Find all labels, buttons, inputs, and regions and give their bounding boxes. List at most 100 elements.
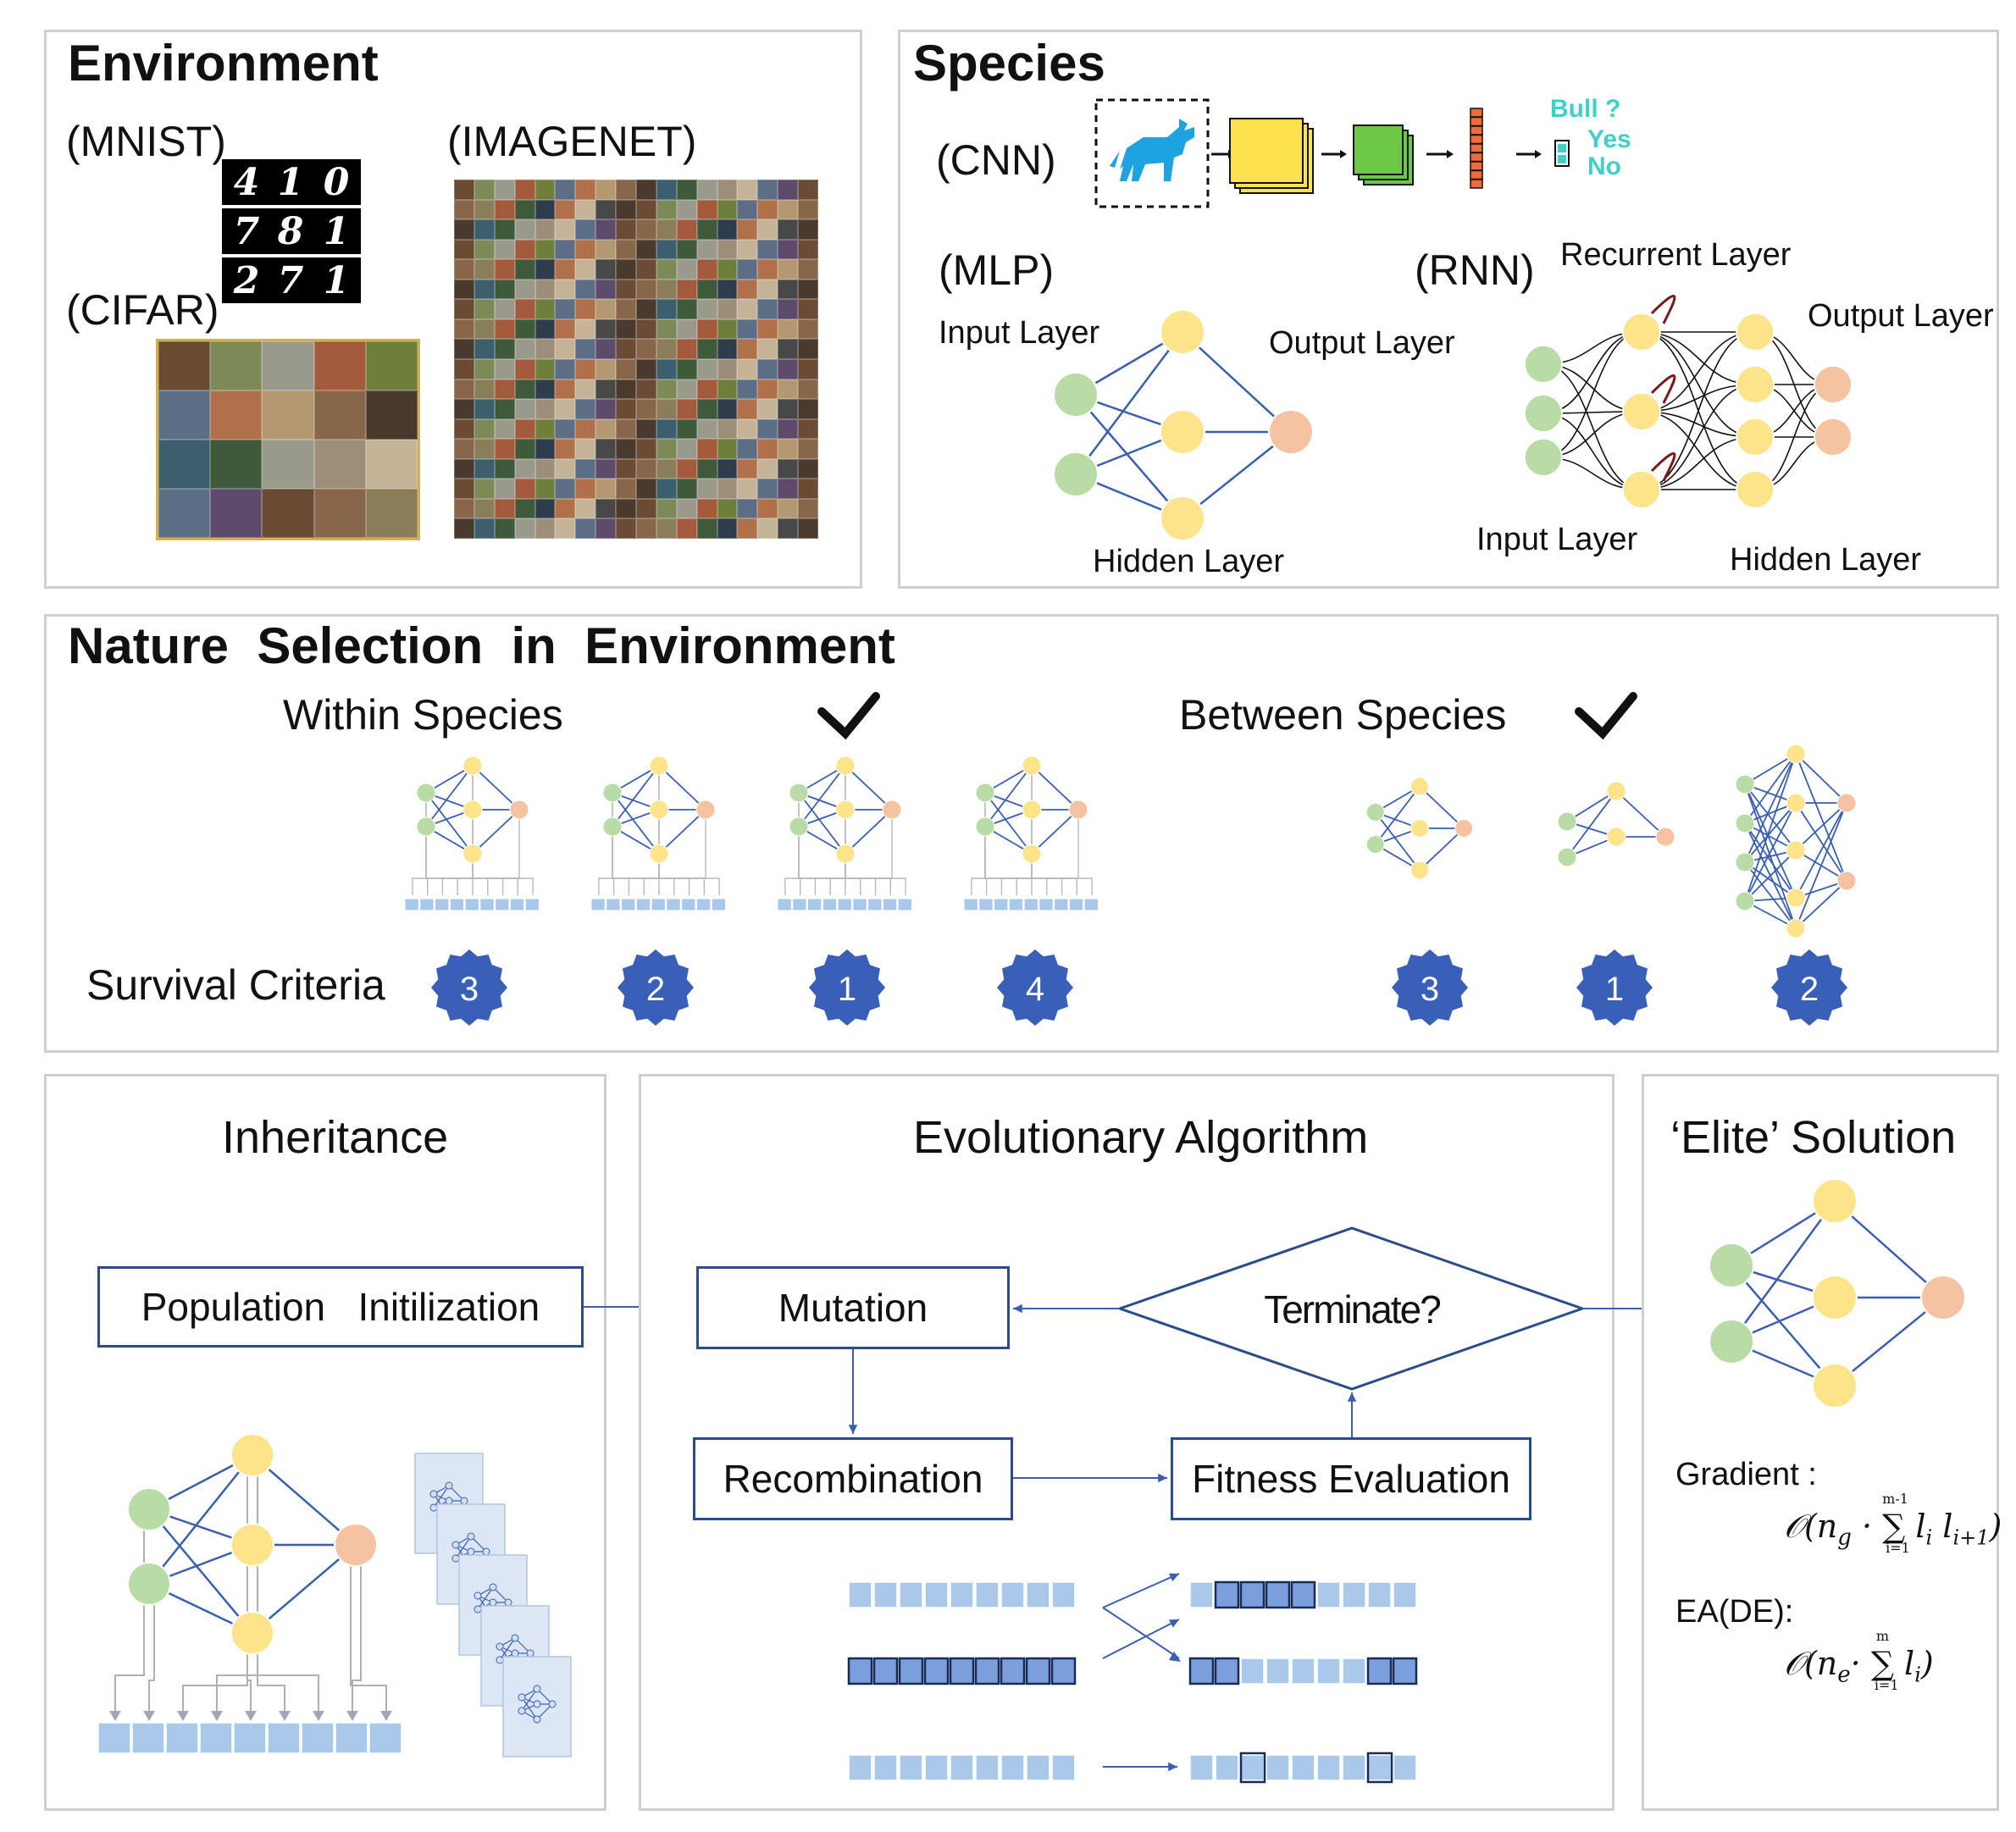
neuron-node xyxy=(1159,495,1206,542)
photo-thumbnail xyxy=(575,479,596,499)
photo-thumbnail xyxy=(534,479,556,499)
weight-cell xyxy=(404,898,419,911)
mnist-digit: 7 xyxy=(222,208,271,254)
neuron-node xyxy=(511,1634,519,1642)
photo-thumbnail xyxy=(778,498,799,519)
photo-thumbnail xyxy=(737,498,758,519)
gene-cell xyxy=(898,1657,924,1685)
photo-thumbnail xyxy=(616,498,636,519)
connection-line xyxy=(521,1696,538,1720)
photo-thumbnail xyxy=(676,299,697,319)
photo-thumbnail xyxy=(656,399,677,419)
neuron-node xyxy=(1524,345,1563,384)
weight-cell xyxy=(807,898,822,911)
gene-cell xyxy=(1026,1581,1050,1608)
connection-line xyxy=(1102,1573,1180,1608)
photo-thumbnail xyxy=(778,518,799,539)
mnist-label: (MNIST) xyxy=(66,118,226,165)
rank-badge xyxy=(1771,949,1847,1026)
photo-thumbnail xyxy=(555,358,576,379)
neuron-node xyxy=(1557,811,1577,832)
gene-cell xyxy=(1316,1581,1341,1608)
photo-thumbnail xyxy=(534,439,556,459)
neuron-node xyxy=(602,816,623,837)
environment-title: Environment xyxy=(68,35,379,91)
photo-thumbnail xyxy=(778,279,799,300)
mnist-digit: 4 xyxy=(222,159,271,205)
photo-thumbnail xyxy=(494,199,515,220)
photo-thumbnail xyxy=(454,418,474,440)
weight-cell xyxy=(606,898,621,911)
rnn-label: (RNN) xyxy=(1415,246,1535,294)
connection-line xyxy=(612,765,660,827)
mlp-label: (MLP) xyxy=(939,246,1055,294)
photo-thumbnail xyxy=(798,339,818,359)
photo-thumbnail xyxy=(454,339,474,359)
rank-badge xyxy=(618,949,694,1026)
weight-cell xyxy=(897,898,912,911)
photo-thumbnail xyxy=(474,458,495,479)
photo-thumbnail xyxy=(555,318,576,340)
connection-line xyxy=(1834,1297,1944,1386)
photo-thumbnail xyxy=(778,418,799,440)
neuron-node xyxy=(835,755,856,776)
mutated-gene xyxy=(1366,1752,1393,1784)
arrow-head xyxy=(211,1711,223,1721)
photo-thumbnail xyxy=(798,279,818,300)
photo-thumbnail xyxy=(555,518,576,539)
photo-thumbnail xyxy=(555,199,576,220)
photo-thumbnail xyxy=(636,180,656,200)
cnn-conv-layer xyxy=(1229,118,1304,184)
connection-line xyxy=(1615,790,1666,838)
connection-line xyxy=(1075,394,1183,519)
photo-thumbnail xyxy=(676,239,697,260)
connection-line xyxy=(1102,1607,1180,1659)
weight-cell xyxy=(1068,898,1084,911)
photo-thumbnail xyxy=(636,299,656,319)
photo-thumbnail xyxy=(676,479,697,499)
photo-thumbnail xyxy=(696,399,717,419)
photo-thumbnail xyxy=(757,279,778,300)
photo-thumbnail xyxy=(454,318,474,340)
mnist-digit: 2 xyxy=(222,257,271,303)
connection-line xyxy=(1795,753,1847,882)
neuron-node xyxy=(1365,835,1385,854)
arrow-head xyxy=(346,1711,358,1721)
photo-thumbnail xyxy=(696,418,717,440)
weight-link xyxy=(350,1545,387,1713)
arrow-head xyxy=(1169,1573,1179,1582)
photo-thumbnail xyxy=(595,279,617,300)
photo-thumbnail xyxy=(696,259,717,280)
photo-thumbnail xyxy=(534,279,556,300)
connection-line xyxy=(148,1454,253,1585)
photo-thumbnail xyxy=(616,259,636,280)
photo-thumbnail xyxy=(616,458,636,479)
photo-thumbnail xyxy=(575,279,596,300)
arrow-head xyxy=(1347,1392,1357,1402)
weight-cell xyxy=(479,898,495,911)
photo-thumbnail xyxy=(696,379,717,400)
photo-thumbnail xyxy=(656,418,677,440)
photo-thumbnail xyxy=(757,318,778,340)
photo-thumbnail xyxy=(365,440,418,489)
photo-thumbnail xyxy=(656,199,677,220)
photo-thumbnail xyxy=(534,518,556,539)
photo-thumbnail xyxy=(514,498,535,519)
ea-de-label: EA(DE): xyxy=(1675,1594,1794,1630)
connection-line xyxy=(1566,790,1617,858)
gene-cell xyxy=(899,1754,923,1781)
photo-thumbnail xyxy=(696,498,717,519)
photo-thumbnail xyxy=(474,219,495,240)
photo-thumbnail xyxy=(454,259,474,280)
photo-thumbnail xyxy=(717,498,738,519)
gene-cell xyxy=(847,1657,873,1685)
photo-thumbnail xyxy=(555,299,576,319)
photo-thumbnail xyxy=(454,299,474,319)
photo-thumbnail xyxy=(575,418,596,440)
photo-thumbnail xyxy=(717,239,738,260)
connection-line xyxy=(521,1688,538,1712)
neuron-node xyxy=(1606,781,1626,801)
photo-thumbnail xyxy=(676,399,697,419)
between-check-icon xyxy=(1575,692,1637,740)
